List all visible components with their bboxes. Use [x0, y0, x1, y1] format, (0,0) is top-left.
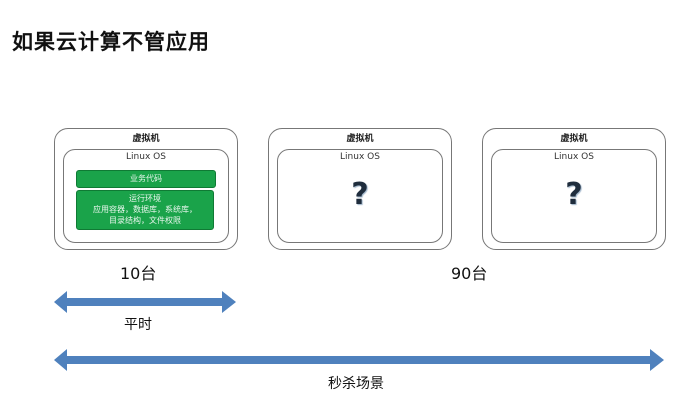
- vm-label: 虚拟机: [346, 134, 374, 144]
- linux-os-box: Linux OS 业务代码 运行环境 应用容器，数据库，系统库， 目录结构，文件…: [63, 149, 229, 243]
- vm-label: 虚拟机: [560, 134, 588, 144]
- page-title: 如果云计算不管应用: [12, 30, 210, 54]
- os-label: Linux OS: [340, 152, 380, 162]
- os-label: Linux OS: [554, 152, 594, 162]
- runtime-environment-block: 运行环境 应用容器，数据库，系统库， 目录结构，文件权限: [76, 190, 214, 230]
- virtual-machine-2: 虚拟机 Linux OS ?: [268, 128, 452, 250]
- runtime-line-2: 应用容器，数据库，系统库，: [93, 205, 197, 214]
- question-mark: ?: [565, 177, 583, 212]
- virtual-machine-3: 虚拟机 Linux OS ?: [482, 128, 666, 250]
- normal-count: 10台: [120, 264, 157, 283]
- normal-period-label: 平时: [124, 317, 152, 333]
- virtual-machine-1: 虚拟机 Linux OS 业务代码 运行环境 应用容器，数据库，系统库， 目录结…: [54, 128, 238, 250]
- business-code-block: 业务代码: [76, 170, 216, 188]
- runtime-title: 运行环境: [129, 194, 161, 203]
- normal-period-arrow: [54, 291, 236, 313]
- runtime-line-3: 目录结构，文件权限: [109, 216, 181, 225]
- vm-label: 虚拟机: [132, 134, 160, 144]
- question-mark: ?: [351, 177, 369, 212]
- business-code-label: 业务代码: [130, 174, 162, 183]
- linux-os-box: Linux OS ?: [491, 149, 657, 243]
- os-label: Linux OS: [126, 152, 166, 162]
- peak-period-label: 秒杀场景: [328, 376, 384, 392]
- linux-os-box: Linux OS ?: [277, 149, 443, 243]
- peak-count: 90台: [451, 264, 488, 283]
- peak-period-arrow: [54, 349, 664, 371]
